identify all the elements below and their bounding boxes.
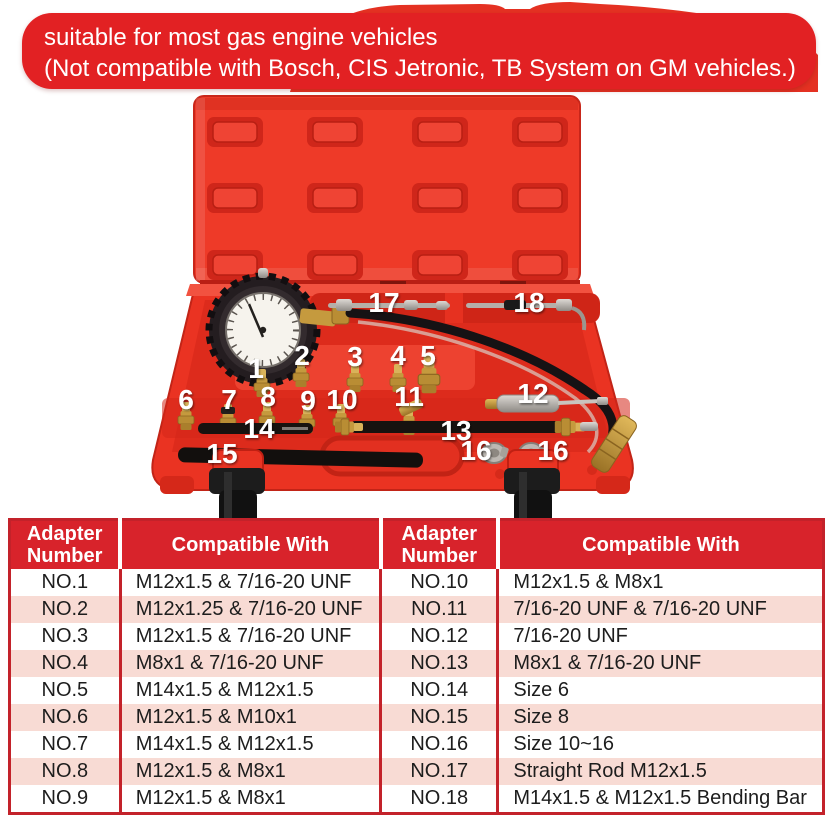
adapter-number-cell: NO.2 xyxy=(9,596,121,623)
adapter-number-cell: NO.1 xyxy=(41,571,89,593)
adapter-number-cell: NO.7 xyxy=(41,733,89,755)
kit-photo: 17 18 1 2 3 4 5 6 7 8 9 10 11 12 13 14 1… xyxy=(151,2,818,518)
item-number-label: 6 xyxy=(178,384,194,415)
adapter-number-cell: NO.5 xyxy=(41,679,89,701)
compatible-with-cell: Straight Rod M12x1.5 xyxy=(496,758,824,785)
header-compatible-with-left: Compatible With xyxy=(118,519,381,569)
item-number-label: 11 xyxy=(394,381,424,412)
compatible-with-cell: M14x1.5 & M12x1.5 xyxy=(118,677,381,704)
adapter-number-cell: NO.18 xyxy=(379,785,498,814)
item-number-label: 1 xyxy=(248,353,264,384)
table-row: NO.9 M12x1.5 & M8x1 NO.18 M14x1.5 & M12x… xyxy=(10,785,824,814)
item-number-label: 5 xyxy=(420,340,436,371)
adapter-number-cell: NO.16 xyxy=(379,731,498,758)
number-labels: 17 18 1 2 3 4 5 6 7 8 9 10 11 12 13 14 1… xyxy=(178,287,568,469)
compatible-with-cell: M12x1.5 & M8x1 xyxy=(118,758,381,785)
gauge-hose xyxy=(345,308,637,473)
header-adapter-number-left: Adapter Number xyxy=(9,519,121,569)
item-number-label: 14 xyxy=(243,413,275,444)
table-row: NO.1 M12x1.5 & 7/16-20 UNF NO.10 M12x1.5… xyxy=(10,569,824,596)
table-row: NO.5 M14x1.5 & M12x1.5 NO.14 Size 6 xyxy=(10,677,824,704)
adapter-number-cell: NO.13 xyxy=(379,650,498,677)
compatibility-table-section: Adapter Number Compatible With Adapter N… xyxy=(8,518,825,815)
item-number-label: 17 xyxy=(368,287,399,318)
compatible-with-cell: 7/16-20 UNF xyxy=(496,623,824,650)
banner-line-1: suitable for most gas engine vehicles xyxy=(44,24,438,51)
adapter-number-cell: NO.17 xyxy=(379,758,498,785)
header-compatible-with-right: Compatible With xyxy=(495,519,824,569)
table-row: NO.6 M12x1.5 & M10x1 NO.15 Size 8 xyxy=(9,704,824,731)
item-number-label: 18 xyxy=(513,287,544,318)
item-number-label: 3 xyxy=(347,341,363,372)
compatible-with-cell: Size 6 xyxy=(496,677,824,704)
compatible-with-cell: 7/16-20 UNF & 7/16-20 UNF xyxy=(496,596,824,623)
item-number-label: 2 xyxy=(294,340,310,371)
compatible-with-cell: M12x1.5 & 7/16-20 UNF xyxy=(118,623,381,650)
adapter-number-cell: NO.11 xyxy=(379,596,498,623)
banner-line-2: (Not compatible with Bosch, CIS Jetronic… xyxy=(44,55,796,82)
compatible-with-cell: M8x1 & 7/16-20 UNF xyxy=(118,650,381,677)
compatible-with-cell: M14x1.5 & M12x1.5 Bending Bar xyxy=(496,785,824,814)
compatible-with-cell: M12x1.5 & M8x1 xyxy=(118,785,381,814)
adapter-number-cell: NO.10 xyxy=(379,569,498,596)
compatible-with-cell: M14x1.5 & M12x1.5 xyxy=(118,731,381,758)
adapter-set xyxy=(177,299,608,468)
adapter-number-cell: NO.6 xyxy=(9,704,121,731)
adapter-number-cell: NO.12 xyxy=(379,623,498,650)
compatible-with-cell: M12x1.5 & 7/16-20 UNF xyxy=(118,569,381,596)
compatible-with-cell: M12x1.5 & M10x1 xyxy=(118,704,381,731)
case-lid xyxy=(193,95,581,284)
item-number-label: 8 xyxy=(260,381,276,412)
item-number-label: 12 xyxy=(517,378,548,409)
table-header-row: Adapter Number Compatible With Adapter N… xyxy=(9,519,824,569)
item-number-label: 10 xyxy=(326,384,357,415)
compatible-with-cell: M12x1.25 & 7/16-20 UNF xyxy=(118,596,381,623)
compatibility-table: Adapter Number Compatible With Adapter N… xyxy=(8,518,825,815)
item-number-label: 13 xyxy=(440,415,471,446)
case-latch-right xyxy=(504,449,560,518)
item-number-label: 9 xyxy=(300,385,316,416)
table-row: NO.3 M12x1.5 & 7/16-20 UNF NO.12 7/16-20… xyxy=(10,623,824,650)
case-latch-left xyxy=(209,449,265,518)
item-number-label: 16 xyxy=(537,435,568,466)
suitability-banner: suitable for most gas engine vehicles (N… xyxy=(22,13,816,89)
adapter-number-cell: NO.3 xyxy=(41,625,89,647)
item-number-label: 15 xyxy=(206,438,237,469)
item-number-label: 4 xyxy=(390,340,406,371)
compatible-with-cell: M8x1 & 7/16-20 UNF xyxy=(496,650,824,677)
compatible-with-cell: Size 8 xyxy=(496,704,824,731)
adapter-number-cell: NO.14 xyxy=(379,677,498,704)
adapter-number-cell: NO.8 xyxy=(9,758,121,785)
adapter-number-cell: NO.4 xyxy=(9,650,121,677)
adapter-number-cell: NO.9 xyxy=(41,787,89,809)
table-row: NO.7 M14x1.5 & M12x1.5 NO.16 Size 10~16 xyxy=(10,731,824,758)
table-row: NO.8 M12x1.5 & M8x1 NO.17 Straight Rod M… xyxy=(9,758,824,785)
table-row: NO.4 M8x1 & 7/16-20 UNF NO.13 M8x1 & 7/1… xyxy=(9,650,824,677)
compatible-with-cell: Size 10~16 xyxy=(496,731,824,758)
table-row: NO.2 M12x1.25 & 7/16-20 UNF NO.11 7/16-2… xyxy=(9,596,824,623)
item-number-label: 7 xyxy=(221,384,237,415)
adapter-number-cell: NO.15 xyxy=(379,704,498,731)
item-number-label: 16 xyxy=(460,435,491,466)
header-adapter-number-right: Adapter Number xyxy=(378,519,498,569)
pressure-gauge xyxy=(205,268,321,388)
compatible-with-cell: M12x1.5 & M8x1 xyxy=(496,569,824,596)
